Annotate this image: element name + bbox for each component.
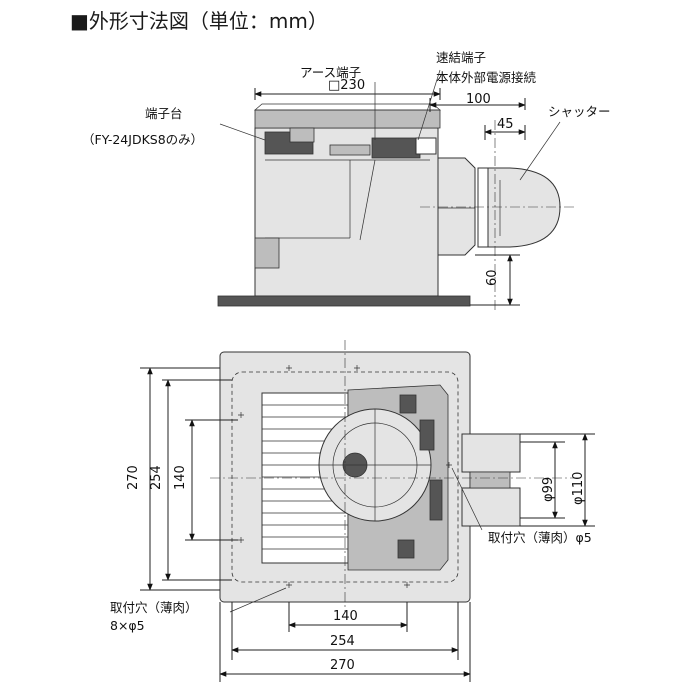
label-terminal-block: 端子台: [145, 106, 183, 121]
label-earth-terminal: アース端子: [300, 65, 361, 80]
side-duct-adapter: [437, 157, 476, 256]
bottom-duct-bottom: [461, 487, 521, 527]
dim-140-horizontal: 140: [333, 609, 358, 624]
dim-60: 60: [485, 269, 500, 286]
label-terminal-model: （FY-24JDKS8のみ）: [82, 132, 203, 147]
dim-140-vertical: 140: [173, 465, 188, 490]
label-mount-count: 8×φ5: [110, 618, 145, 633]
bottom-view: 270 254 140 φ99 φ110 取付穴（薄肉）φ5 取付穴（薄肉） 8…: [110, 340, 595, 682]
side-top-lid: [254, 109, 441, 129]
label-shutter: シャッター: [548, 104, 611, 119]
dim-phi99: φ99: [541, 477, 556, 502]
side-view: □230 アース端子 端子台 （FY-24JDKS8のみ） 速結端子 本体外部電…: [82, 50, 611, 310]
side-ceiling-plate: [217, 295, 471, 307]
mount-holes: [238, 365, 452, 588]
label-quick-terminal: 速結端子: [436, 50, 486, 65]
label-mount-hole-right: 取付穴（薄肉）φ5: [488, 530, 592, 545]
label-power-connection: 本体外部電源接続: [436, 70, 537, 85]
dim-phi110: φ110: [571, 472, 586, 505]
dim-254-horizontal: 254: [330, 634, 355, 649]
dim-254-vertical: 254: [149, 465, 164, 490]
dim-230: □230: [328, 78, 365, 93]
bottom-duct-top: [461, 433, 521, 473]
page-title: ■外形寸法図（単位：mm）: [70, 9, 328, 33]
label-mount-hole-left: 取付穴（薄肉）: [110, 600, 198, 615]
dim-270-horizontal: 270: [330, 658, 355, 673]
dim-270-vertical: 270: [126, 465, 141, 490]
dim-45: 45: [497, 117, 514, 132]
side-shutter: [484, 167, 561, 248]
dim-100: 100: [466, 92, 491, 107]
